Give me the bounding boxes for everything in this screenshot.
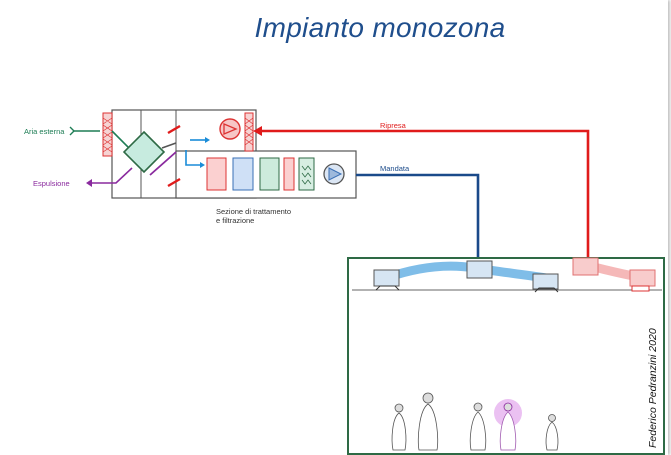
- damper-exhaust: [167, 177, 181, 188]
- return-grille-room: [629, 269, 656, 287]
- exhaust-flow: [86, 167, 133, 187]
- label-return-air: Ripresa: [380, 121, 407, 130]
- cooling-coil: [232, 157, 254, 191]
- label-exhaust: Espulsione: [33, 179, 70, 188]
- return-duct: [253, 126, 590, 260]
- filter: [298, 157, 315, 191]
- person-2: [417, 392, 439, 451]
- diffuser-left: [373, 269, 400, 287]
- return-plenum: [572, 257, 599, 276]
- person-4: [499, 402, 517, 451]
- humidifier: [259, 157, 280, 191]
- label-outdoor-air: Aria esterna: [24, 127, 65, 136]
- damper-mix: [161, 142, 177, 149]
- outdoor-air-flow: [69, 126, 129, 148]
- damper-return: [167, 124, 181, 135]
- author-credit: Federico Pedranzini 2020: [647, 328, 659, 448]
- label-treatment-line1: Sezione di trattamento: [216, 207, 291, 216]
- label-treatment-line2: e filtrazione: [216, 216, 254, 225]
- person-5: [545, 414, 559, 451]
- air-handling-unit: [102, 109, 357, 199]
- intake-grille: [102, 112, 113, 157]
- room: Federico Pedranzini 2020: [347, 257, 665, 455]
- person-3: [469, 402, 487, 451]
- post-heating-coil: [283, 157, 295, 191]
- supply-plenum: [466, 260, 493, 279]
- diffuser-right: [532, 273, 559, 290]
- heat-recovery-exchanger: [122, 130, 166, 174]
- supply-duct: [356, 173, 480, 260]
- heating-coil: [206, 157, 227, 191]
- label-supply-air: Mandata: [380, 164, 410, 173]
- person-1: [391, 403, 407, 451]
- slide-title: Impianto monozona: [254, 12, 506, 43]
